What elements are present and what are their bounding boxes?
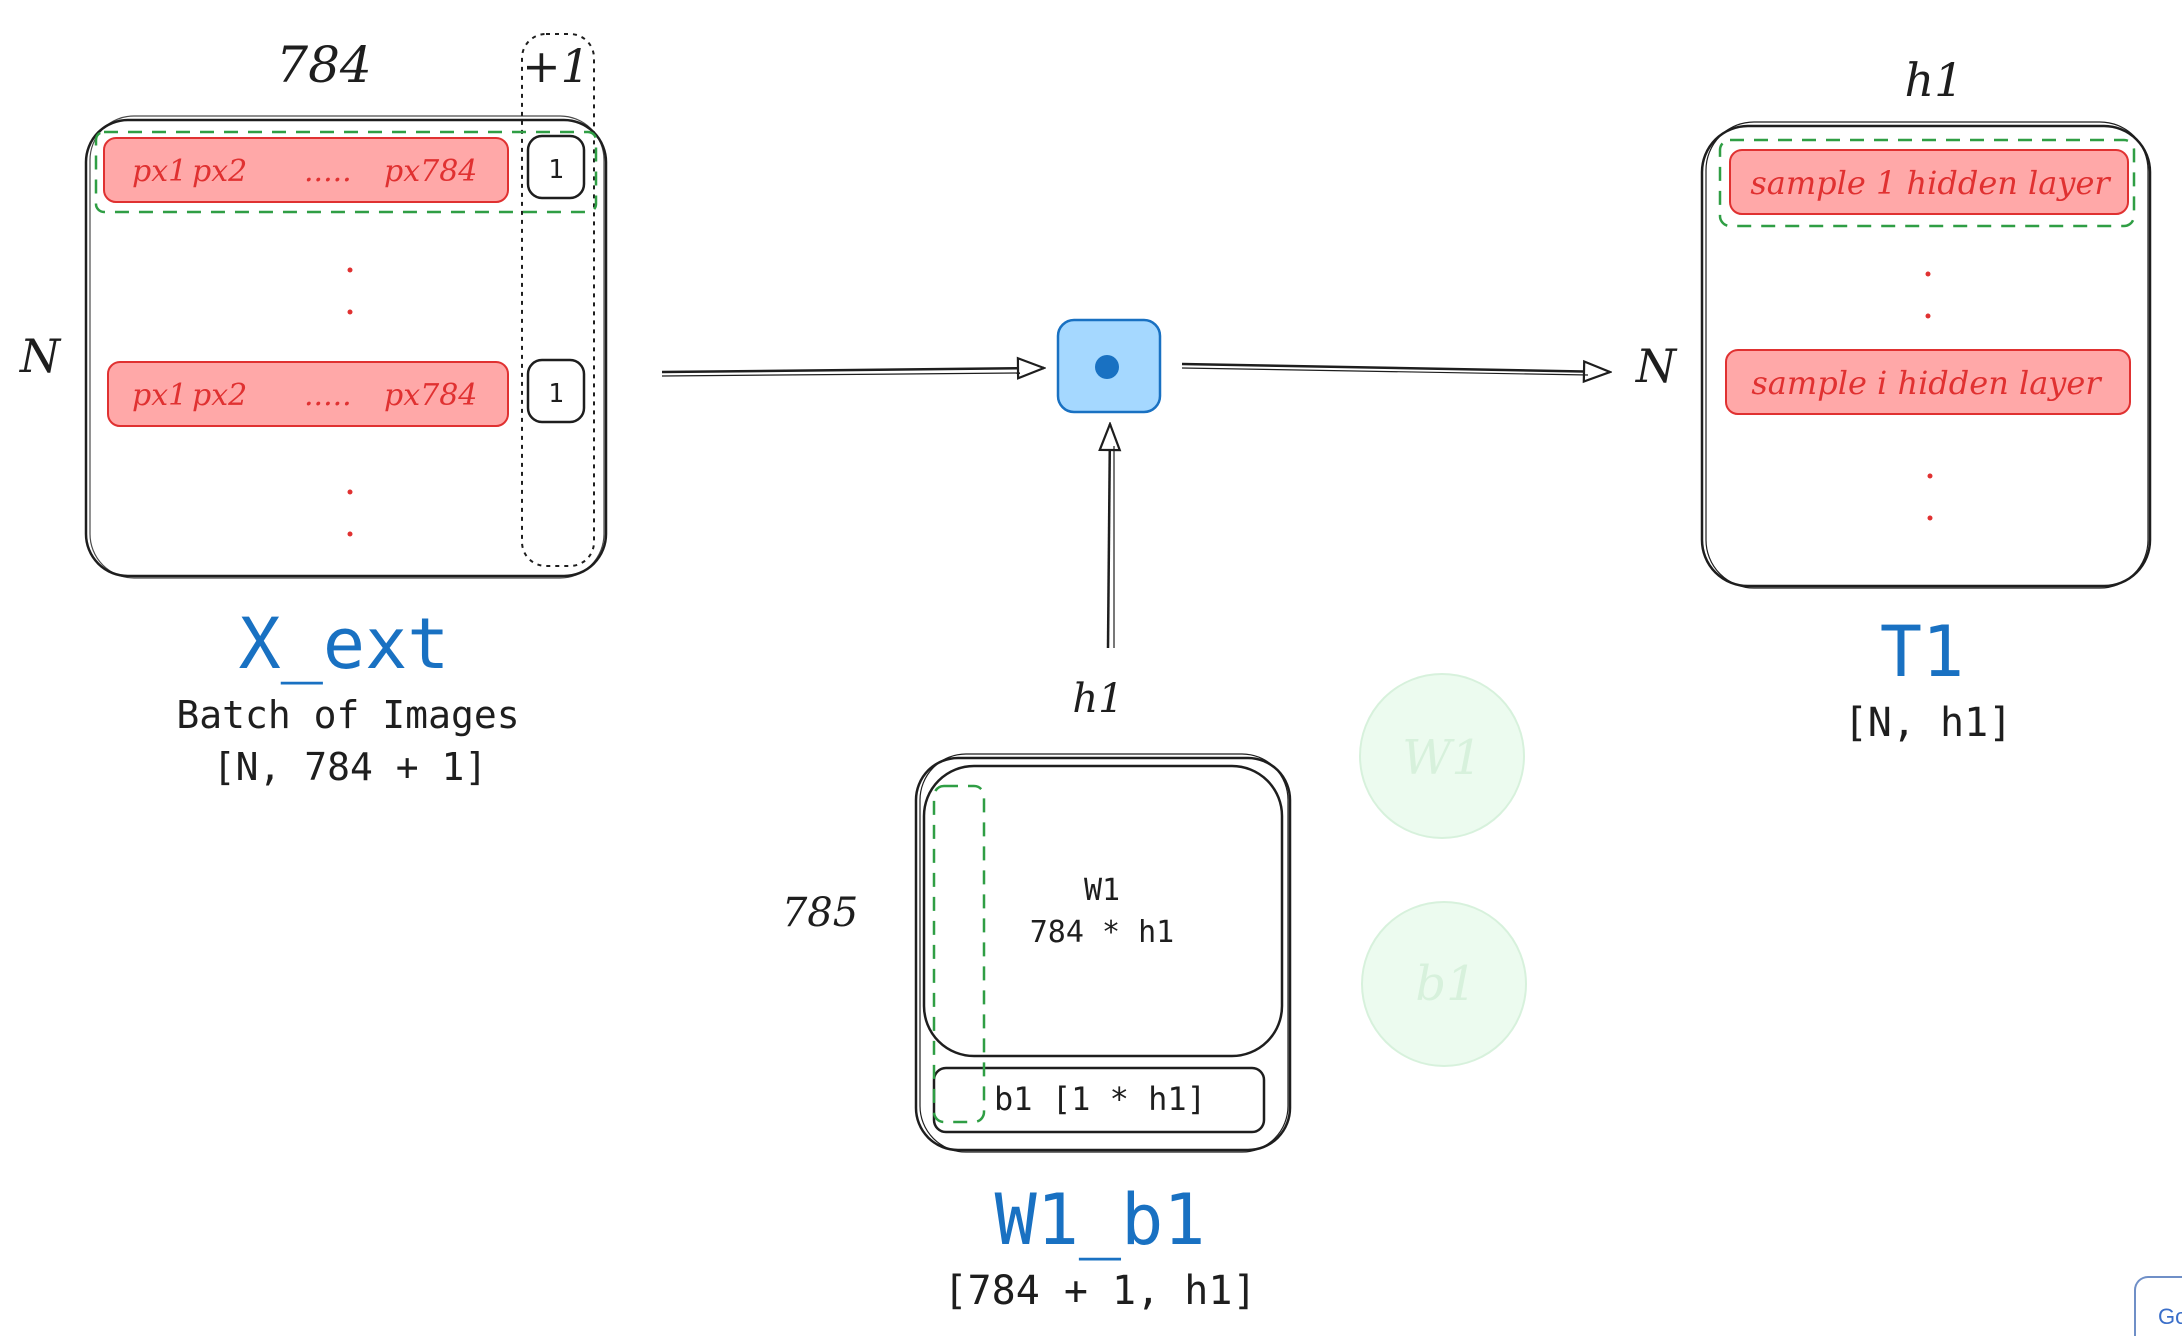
x-ext-box-sketch	[89, 115, 605, 579]
dot-operation	[661, 318, 1610, 649]
x-ext-cols-label: 784	[276, 36, 371, 94]
arrow-w1-b1-to-op	[1108, 424, 1110, 649]
t1-shape: [N, h1]	[1844, 700, 2013, 746]
x-ext-row-1-bias-cell	[526, 134, 586, 200]
x-ext-row-1-ellipsis: .....	[304, 154, 352, 189]
faded-b1-circle	[1361, 901, 1527, 1067]
x-ext-row-1-bias-value: 1	[548, 155, 564, 185]
x-ext-vdot	[347, 267, 353, 273]
t1-row-i	[1725, 349, 2131, 415]
arrow-x-ext-to-op-sketch	[661, 372, 1021, 377]
x-ext-title: X_ext	[239, 603, 450, 685]
x-ext-row-i-px1: px1	[132, 378, 187, 413]
t1-rows-label: N	[1635, 339, 1678, 393]
w1-b1-top-label: h1	[1072, 676, 1123, 722]
x-ext-row-i	[107, 361, 509, 427]
x-ext-vdot	[347, 309, 353, 315]
w1-b1-matrix: W1 784 * h1 b1 [1 * h1] h1 785 W1_b1 [78…	[782, 676, 1292, 1314]
faded-b1-label: b1	[1415, 956, 1476, 1012]
t1-row-i-text: sample i hidden layer	[1751, 364, 2102, 402]
x-ext-row-1-px1: px1	[132, 154, 187, 189]
w1-b1-outer-box-sketch	[919, 753, 1289, 1153]
t1-vdot	[1925, 271, 1931, 277]
corner-button[interactable]: Go	[2134, 1276, 2182, 1336]
x-ext-plus-label: +1	[522, 39, 590, 93]
w1-inner-box	[922, 764, 1284, 1058]
b1-text: b1 [1 * h1]	[994, 1080, 1206, 1118]
x-ext-row-1	[103, 137, 509, 203]
arrow-op-to-t1	[1181, 364, 1610, 372]
x-ext-row-i-bias-cell	[526, 358, 586, 424]
x-ext-vdot	[347, 489, 353, 495]
x-ext-row-i-px784: px784	[384, 378, 477, 413]
t1-first-row-outline	[1718, 138, 2136, 228]
w1-b1-title: W1_b1	[995, 1179, 1206, 1261]
arrow-x-ext-to-op	[661, 368, 1044, 372]
w1-shape: 784 * h1	[1030, 915, 1175, 950]
x-ext-row-1-px784: px784	[384, 154, 477, 189]
t1-row-1-text: sample 1 hidden layer	[1750, 164, 2111, 202]
w1-b1-first-column-outline	[932, 784, 986, 1124]
x-ext-row-i-ellipsis: .....	[304, 378, 352, 413]
x-ext-first-row-outline	[94, 130, 598, 214]
x-ext-row-i-px2: px2	[192, 378, 247, 413]
x-ext-bias-column	[521, 33, 595, 567]
w1-b1-shape: [784 + 1, h1]	[943, 1268, 1256, 1314]
t1-cols-label: h1	[1905, 53, 1964, 107]
t1-box-sketch	[1705, 121, 2149, 589]
w1-name: W1	[1084, 873, 1120, 908]
x-ext-subtitle: Batch of Images	[176, 693, 519, 737]
t1-vdot	[1927, 515, 1933, 521]
x-ext-rows-label: N	[19, 329, 62, 383]
faded-w1-circle	[1359, 673, 1525, 839]
x-ext-shape: [N, 784 + 1]	[213, 745, 488, 789]
x-ext-row-1-px2: px2	[192, 154, 247, 189]
w1-b1-outer-box	[914, 756, 1292, 1152]
arrow-op-to-t1-sketch	[1181, 367, 1589, 376]
t1-matrix: sample 1 hidden layer sample i hidden la…	[1635, 53, 2152, 746]
t1-title: T1	[1880, 611, 1964, 693]
x-ext-matrix: px1 px2 ..... px784 1 px1 px2 ..... px78…	[19, 33, 608, 789]
x-ext-vdot	[347, 531, 353, 537]
dot-operation-dot	[1095, 355, 1119, 379]
x-ext-row-i-bias-value: 1	[548, 379, 564, 409]
t1-box	[1700, 124, 2152, 588]
t1-vdot	[1927, 473, 1933, 479]
corner-button-label: Go	[2158, 1304, 2182, 1329]
t1-row-1	[1729, 149, 2129, 215]
faded-parameters: W1 b1	[1359, 673, 1527, 1067]
x-ext-box	[84, 118, 608, 578]
t1-vdot	[1925, 313, 1931, 319]
w1-b1-side-label: 785	[782, 890, 858, 936]
faded-w1-label: W1	[1402, 730, 1482, 786]
